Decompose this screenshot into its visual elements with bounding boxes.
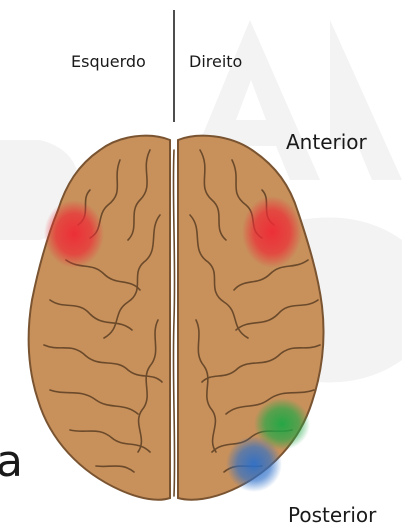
highlight-left-frontal	[44, 200, 104, 268]
right-side-label: Direito	[189, 52, 242, 71]
cut-off-glyph: a	[0, 440, 23, 484]
left-side-label: Esquerdo	[71, 52, 146, 71]
highlight-right-occipital	[226, 436, 282, 492]
highlight-right-frontal	[242, 196, 302, 268]
posterior-label: Posterior	[288, 503, 376, 527]
anterior-label: Anterior	[286, 130, 367, 154]
